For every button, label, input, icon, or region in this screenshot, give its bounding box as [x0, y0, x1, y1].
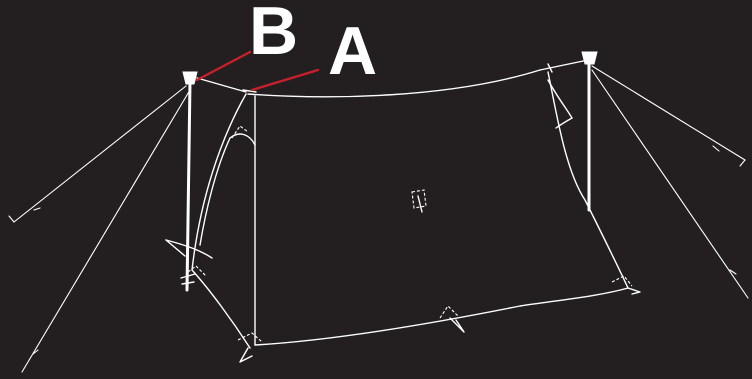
corner-details — [188, 126, 640, 362]
center-toggle — [412, 190, 426, 212]
tarp-body — [166, 72, 628, 348]
right-pole-tip — [582, 52, 597, 64]
label-b: B — [249, 0, 298, 69]
left-pole — [181, 72, 197, 290]
left-guy-lines — [9, 86, 190, 372]
callout-line-a — [252, 70, 318, 90]
callout-line-b — [197, 52, 250, 80]
left-pole-tip — [183, 72, 197, 84]
right-pole — [582, 52, 597, 210]
right-guy-lines — [592, 66, 748, 298]
label-a: A — [328, 13, 377, 89]
